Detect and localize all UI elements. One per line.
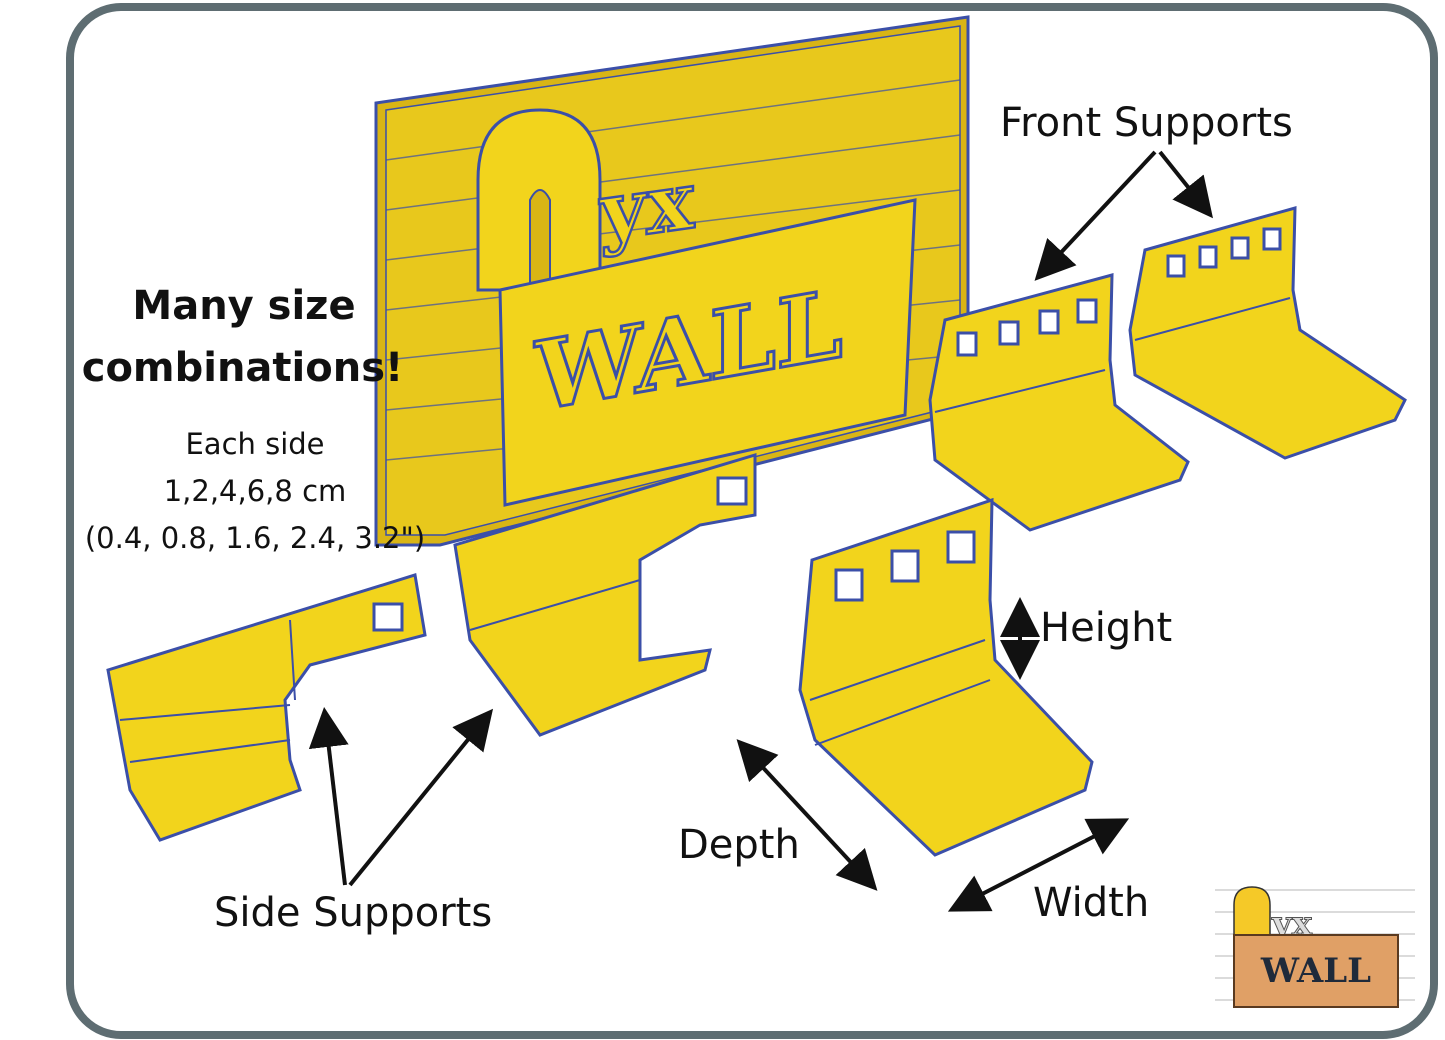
side-arrow-right bbox=[348, 708, 494, 887]
front-support-front bbox=[798, 497, 1094, 857]
sizes-line3: (0.4, 0.8, 1.6, 2.4, 3.2") bbox=[84, 521, 426, 555]
headline-line2: combinations! bbox=[81, 345, 404, 391]
side-arrow-left bbox=[308, 707, 349, 886]
front-support-back-right bbox=[1128, 206, 1407, 460]
sizes-line1: Each side bbox=[185, 427, 325, 461]
depth-label: Depth bbox=[678, 822, 800, 868]
nyx-wall-logo: yx WALL bbox=[1215, 886, 1415, 1008]
sign-top-text: yx bbox=[598, 153, 695, 260]
wall-sign-panel: yx WALL bbox=[374, 15, 970, 547]
height-label: Height bbox=[1040, 605, 1173, 651]
width-arrow bbox=[947, 818, 1130, 912]
side-supports-label: Side Supports bbox=[214, 890, 493, 936]
side-support-left bbox=[106, 573, 427, 842]
logo-bottom-text: WALL bbox=[1260, 951, 1371, 991]
front-arrow-left bbox=[1034, 150, 1157, 281]
front-arrow-right bbox=[1158, 150, 1213, 219]
headline-line1: Many size bbox=[132, 283, 356, 329]
front-supports-label: Front Supports bbox=[1000, 100, 1293, 146]
sizes-line2: 1,2,4,6,8 cm bbox=[163, 474, 347, 508]
width-label: Width bbox=[1033, 880, 1150, 926]
depth-arrow bbox=[736, 739, 878, 891]
front-support-back-left bbox=[928, 273, 1190, 532]
side-support-center bbox=[453, 452, 757, 737]
annotation-arrows bbox=[308, 150, 1213, 912]
